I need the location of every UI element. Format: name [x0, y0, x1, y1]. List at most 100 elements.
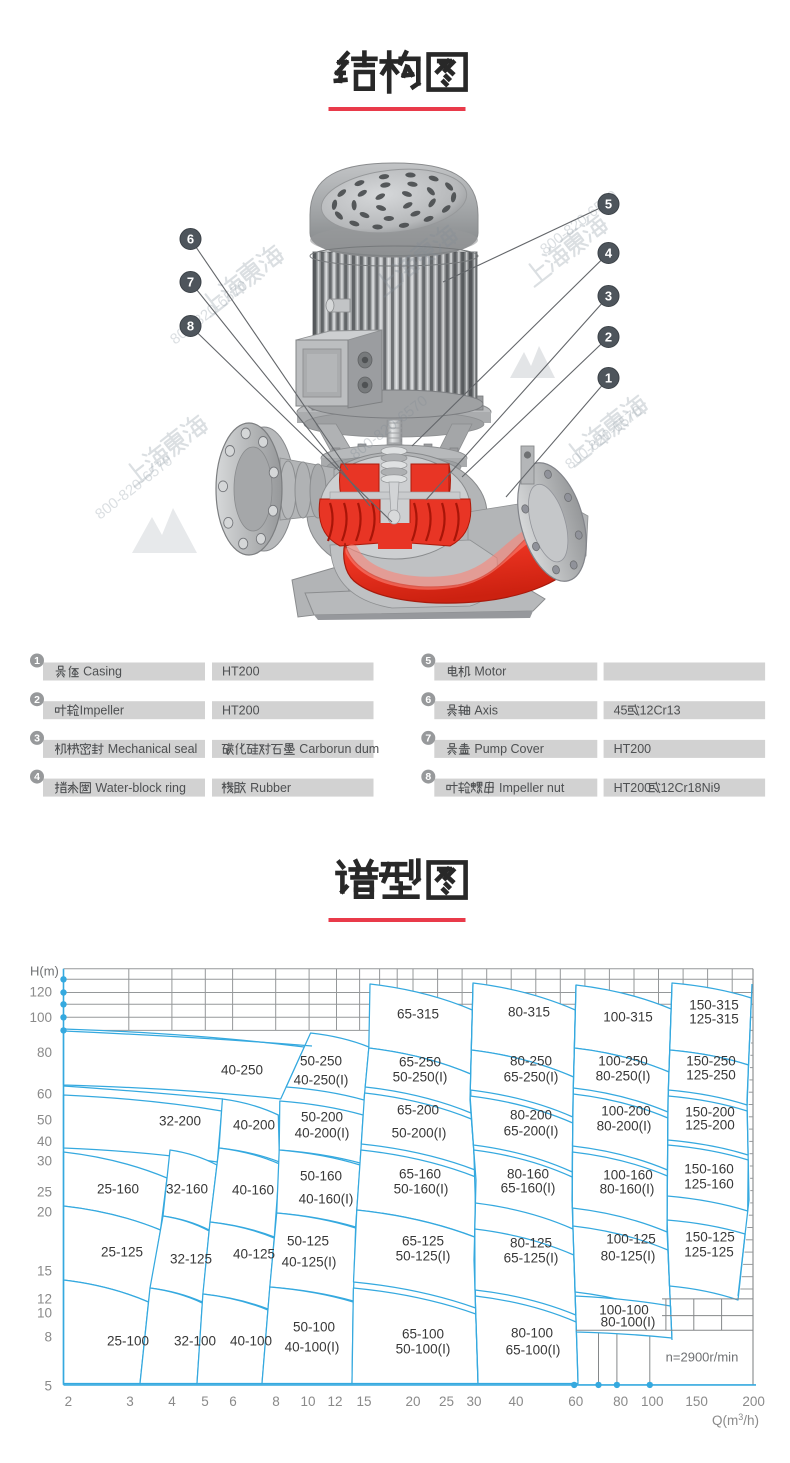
svg-text:50-250(I): 50-250(I): [393, 1070, 448, 1085]
svg-text:4: 4: [605, 246, 613, 261]
svg-text:150-315: 150-315: [689, 998, 739, 1013]
svg-text:25-160: 25-160: [97, 1182, 139, 1197]
svg-text:40-250(I): 40-250(I): [294, 1073, 349, 1088]
svg-text:40-160(I): 40-160(I): [299, 1192, 354, 1207]
svg-text:Motor: Motor: [474, 665, 506, 679]
svg-text:40: 40: [508, 1394, 523, 1409]
svg-text:10: 10: [300, 1394, 315, 1409]
svg-text:32-125: 32-125: [170, 1252, 212, 1267]
svg-text:65-200: 65-200: [397, 1103, 439, 1118]
svg-text:3: 3: [126, 1394, 134, 1409]
svg-text:32-160: 32-160: [166, 1182, 208, 1197]
svg-text:100-160: 100-160: [603, 1168, 653, 1183]
svg-text:125-250: 125-250: [686, 1068, 736, 1083]
svg-text:25: 25: [37, 1185, 52, 1200]
svg-text:8: 8: [272, 1394, 280, 1409]
svg-text:Impeller: Impeller: [80, 703, 124, 717]
svg-text:80-200: 80-200: [510, 1108, 552, 1123]
svg-text:100-125: 100-125: [606, 1232, 656, 1247]
svg-text:5: 5: [201, 1394, 209, 1409]
svg-text:7: 7: [187, 275, 194, 290]
svg-text:65-315: 65-315: [397, 1007, 439, 1022]
svg-text:4: 4: [168, 1394, 176, 1409]
svg-text:20: 20: [37, 1205, 52, 1220]
svg-text:100-100: 100-100: [599, 1303, 649, 1318]
svg-text:6: 6: [229, 1394, 237, 1409]
svg-text:50-100: 50-100: [293, 1320, 335, 1335]
svg-text:45: 45: [614, 703, 628, 717]
svg-text:80-160(I): 80-160(I): [600, 1182, 655, 1197]
svg-text:Casing: Casing: [83, 665, 122, 679]
svg-text:800-820-6570: 800-820-6570: [92, 452, 176, 523]
svg-text:12: 12: [327, 1394, 342, 1409]
svg-text:50-250: 50-250: [300, 1054, 342, 1069]
svg-text:125-125: 125-125: [684, 1245, 734, 1260]
svg-text:40-125(I): 40-125(I): [282, 1255, 337, 1270]
svg-text:n=2900r/min: n=2900r/min: [666, 1350, 739, 1365]
svg-text:Axis: Axis: [474, 703, 498, 717]
svg-text:H(m): H(m): [30, 964, 59, 979]
svg-text:65-160: 65-160: [399, 1167, 441, 1182]
svg-text:80-125(I): 80-125(I): [601, 1249, 656, 1264]
svg-text:40-100(I): 40-100(I): [285, 1340, 340, 1355]
svg-text:800-820-6570: 800-820-6570: [562, 402, 646, 473]
svg-text:50: 50: [37, 1113, 52, 1128]
svg-text:6: 6: [187, 232, 194, 247]
svg-text:HT200: HT200: [614, 742, 652, 756]
svg-text:6: 6: [425, 694, 431, 706]
svg-text:80: 80: [37, 1045, 52, 1060]
svg-text:1: 1: [605, 371, 612, 386]
svg-text:120: 120: [29, 985, 52, 1000]
svg-text:150-200: 150-200: [685, 1105, 735, 1120]
svg-text:65-100(I): 65-100(I): [506, 1343, 561, 1358]
svg-text:5: 5: [605, 197, 612, 212]
svg-text:7: 7: [425, 733, 431, 745]
svg-text:100-315: 100-315: [603, 1010, 653, 1025]
svg-text:50-160(I): 50-160(I): [394, 1182, 449, 1197]
svg-text:2: 2: [34, 694, 40, 706]
svg-text:65-125: 65-125: [402, 1234, 444, 1249]
svg-text:Pump Cover: Pump Cover: [474, 742, 543, 756]
svg-text:12: 12: [37, 1292, 52, 1307]
svg-text:40-200(I): 40-200(I): [295, 1126, 350, 1141]
svg-text:50-160: 50-160: [300, 1169, 342, 1184]
svg-text:100: 100: [29, 1010, 52, 1025]
svg-text:25: 25: [439, 1394, 454, 1409]
svg-text:65-250(I): 65-250(I): [504, 1070, 559, 1085]
svg-text:125-160: 125-160: [684, 1177, 734, 1192]
svg-text:Mechanical seal: Mechanical seal: [108, 742, 198, 756]
svg-text:150-125: 150-125: [685, 1230, 735, 1245]
svg-text:200: 200: [742, 1394, 765, 1409]
svg-text:12Cr18Ni9: 12Cr18Ni9: [661, 781, 721, 795]
svg-text:15: 15: [37, 1264, 52, 1279]
svg-text:65-125(I): 65-125(I): [504, 1251, 559, 1266]
svg-text:20: 20: [405, 1394, 420, 1409]
svg-text:125-315: 125-315: [689, 1012, 739, 1027]
svg-text:25-125: 25-125: [101, 1245, 143, 1260]
svg-text:8: 8: [44, 1330, 52, 1345]
svg-text:80-315: 80-315: [508, 1005, 550, 1020]
svg-text:HT200: HT200: [222, 665, 260, 679]
svg-text:HT200: HT200: [222, 703, 260, 717]
svg-text:30: 30: [37, 1154, 52, 1169]
svg-text:80-160: 80-160: [507, 1167, 549, 1182]
svg-text:8: 8: [187, 319, 194, 334]
svg-text:12Cr13: 12Cr13: [640, 703, 681, 717]
svg-text:50-125: 50-125: [287, 1234, 329, 1249]
svg-text:8: 8: [425, 771, 431, 783]
svg-text:40-160: 40-160: [232, 1183, 274, 1198]
svg-text:3: 3: [605, 289, 612, 304]
svg-text:32-200: 32-200: [159, 1114, 201, 1129]
svg-text:32-100: 32-100: [174, 1334, 216, 1349]
svg-text:125-200: 125-200: [685, 1118, 735, 1133]
svg-text:80-100: 80-100: [511, 1326, 553, 1341]
svg-text:40-125: 40-125: [233, 1247, 275, 1262]
svg-text:50-200(I): 50-200(I): [392, 1126, 447, 1141]
svg-text:Carborun dum: Carborun dum: [299, 742, 379, 756]
svg-text:100: 100: [641, 1394, 664, 1409]
svg-text:40-200: 40-200: [233, 1118, 275, 1133]
svg-text:60: 60: [37, 1087, 52, 1102]
svg-text:60: 60: [568, 1394, 583, 1409]
svg-text:50-125(I): 50-125(I): [396, 1249, 451, 1264]
svg-text:40-100: 40-100: [230, 1334, 272, 1349]
